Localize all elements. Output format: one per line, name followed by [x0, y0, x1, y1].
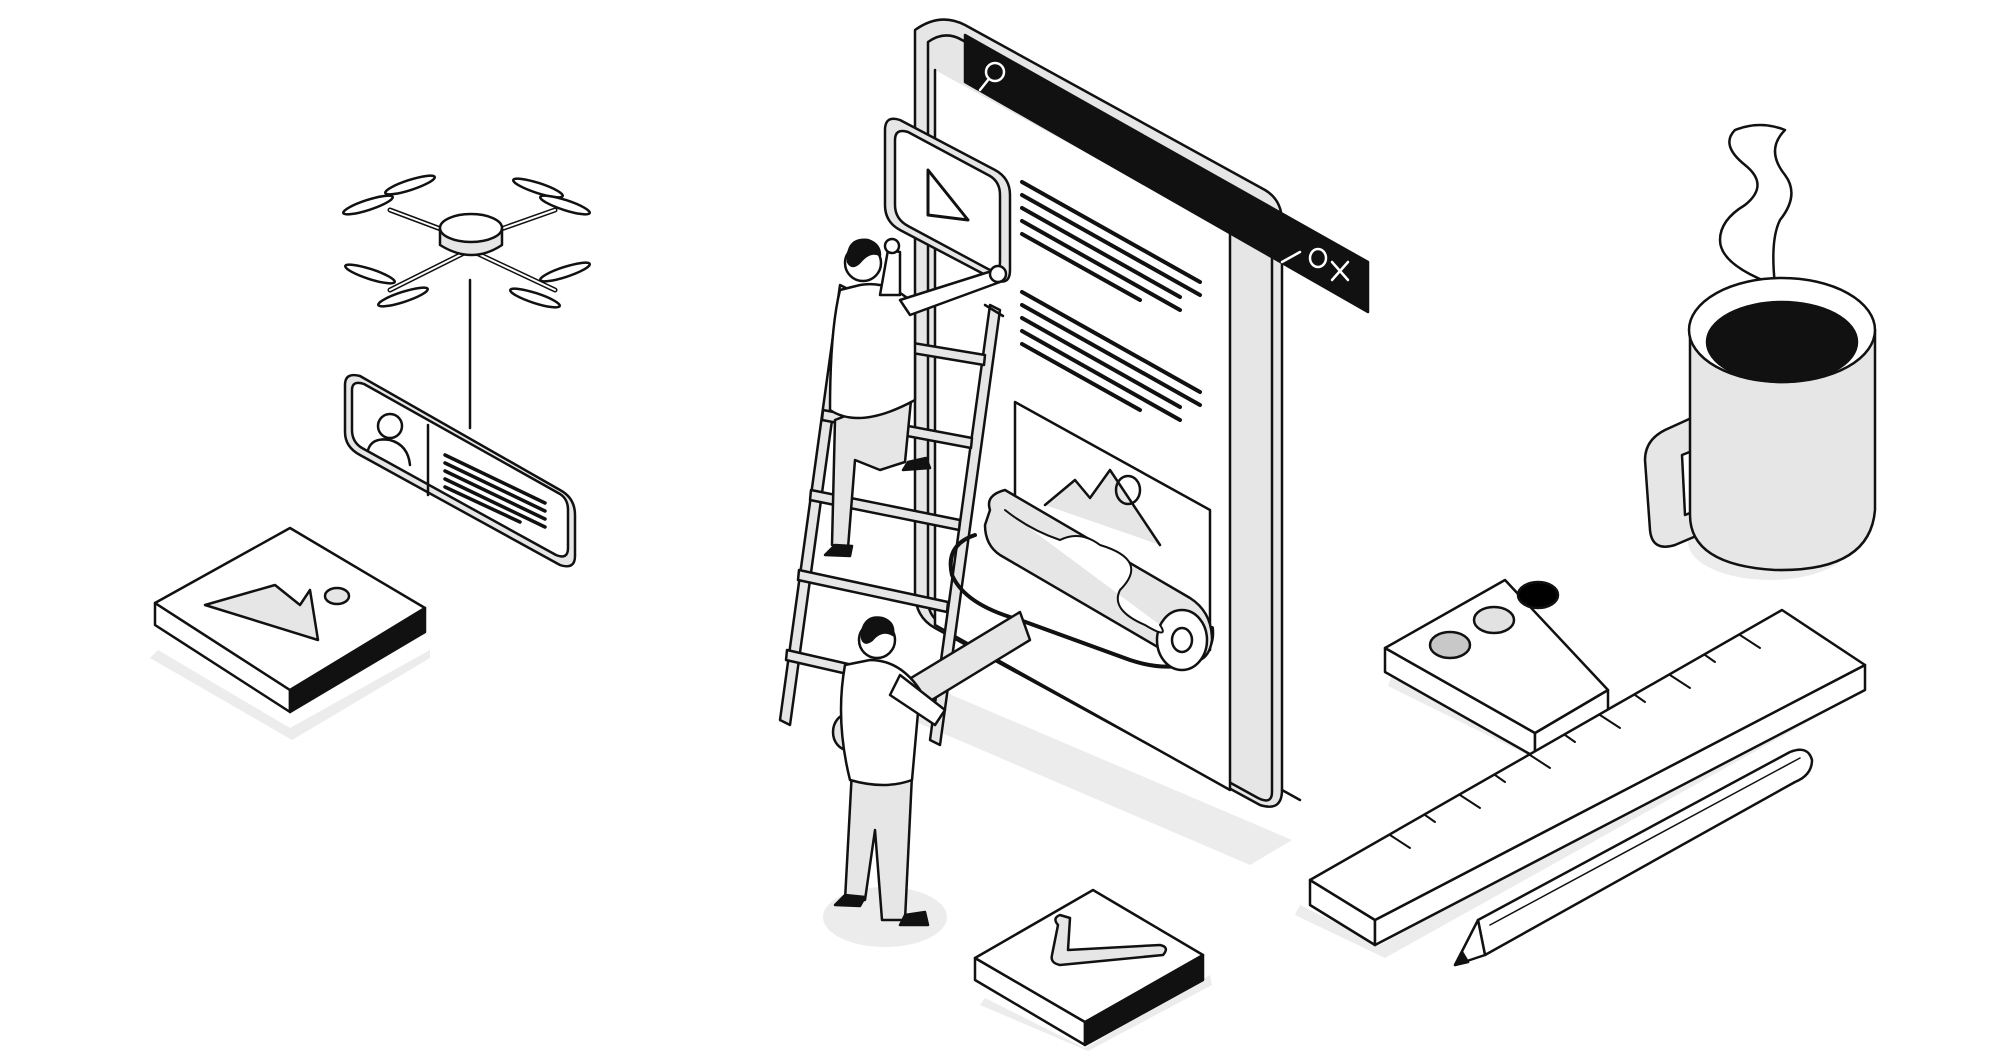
pencil	[1453, 748, 1814, 967]
check-tile	[973, 888, 1205, 1047]
maximize-icon	[1308, 247, 1328, 269]
checkmark-icon	[1050, 913, 1168, 967]
window-controls	[1280, 247, 1350, 282]
ruler	[1308, 608, 1867, 947]
paint-roller	[831, 488, 1215, 752]
profile-card	[343, 373, 577, 568]
profile-text-lines	[443, 453, 547, 529]
play-icon	[926, 168, 970, 222]
ruler-ticks	[1389, 634, 1761, 849]
drone-icon	[341, 174, 592, 430]
swatch-gray	[1428, 630, 1472, 660]
coffee-mug	[1643, 123, 1877, 572]
magnifier-icon	[978, 61, 1006, 92]
steam-icon	[1718, 123, 1793, 287]
close-icon	[1330, 260, 1350, 282]
swatch-black	[1516, 580, 1560, 610]
swatch-light	[1472, 605, 1516, 635]
minimize-icon	[1280, 250, 1302, 264]
user-icon	[366, 412, 412, 467]
title-bar	[963, 33, 1370, 314]
photo-tile	[153, 526, 427, 714]
content-text-lines	[1020, 180, 1202, 422]
mountain-image-icon	[203, 583, 351, 642]
person-climber	[823, 237, 1008, 558]
person-painter	[833, 616, 947, 927]
play-tile	[883, 117, 1012, 283]
